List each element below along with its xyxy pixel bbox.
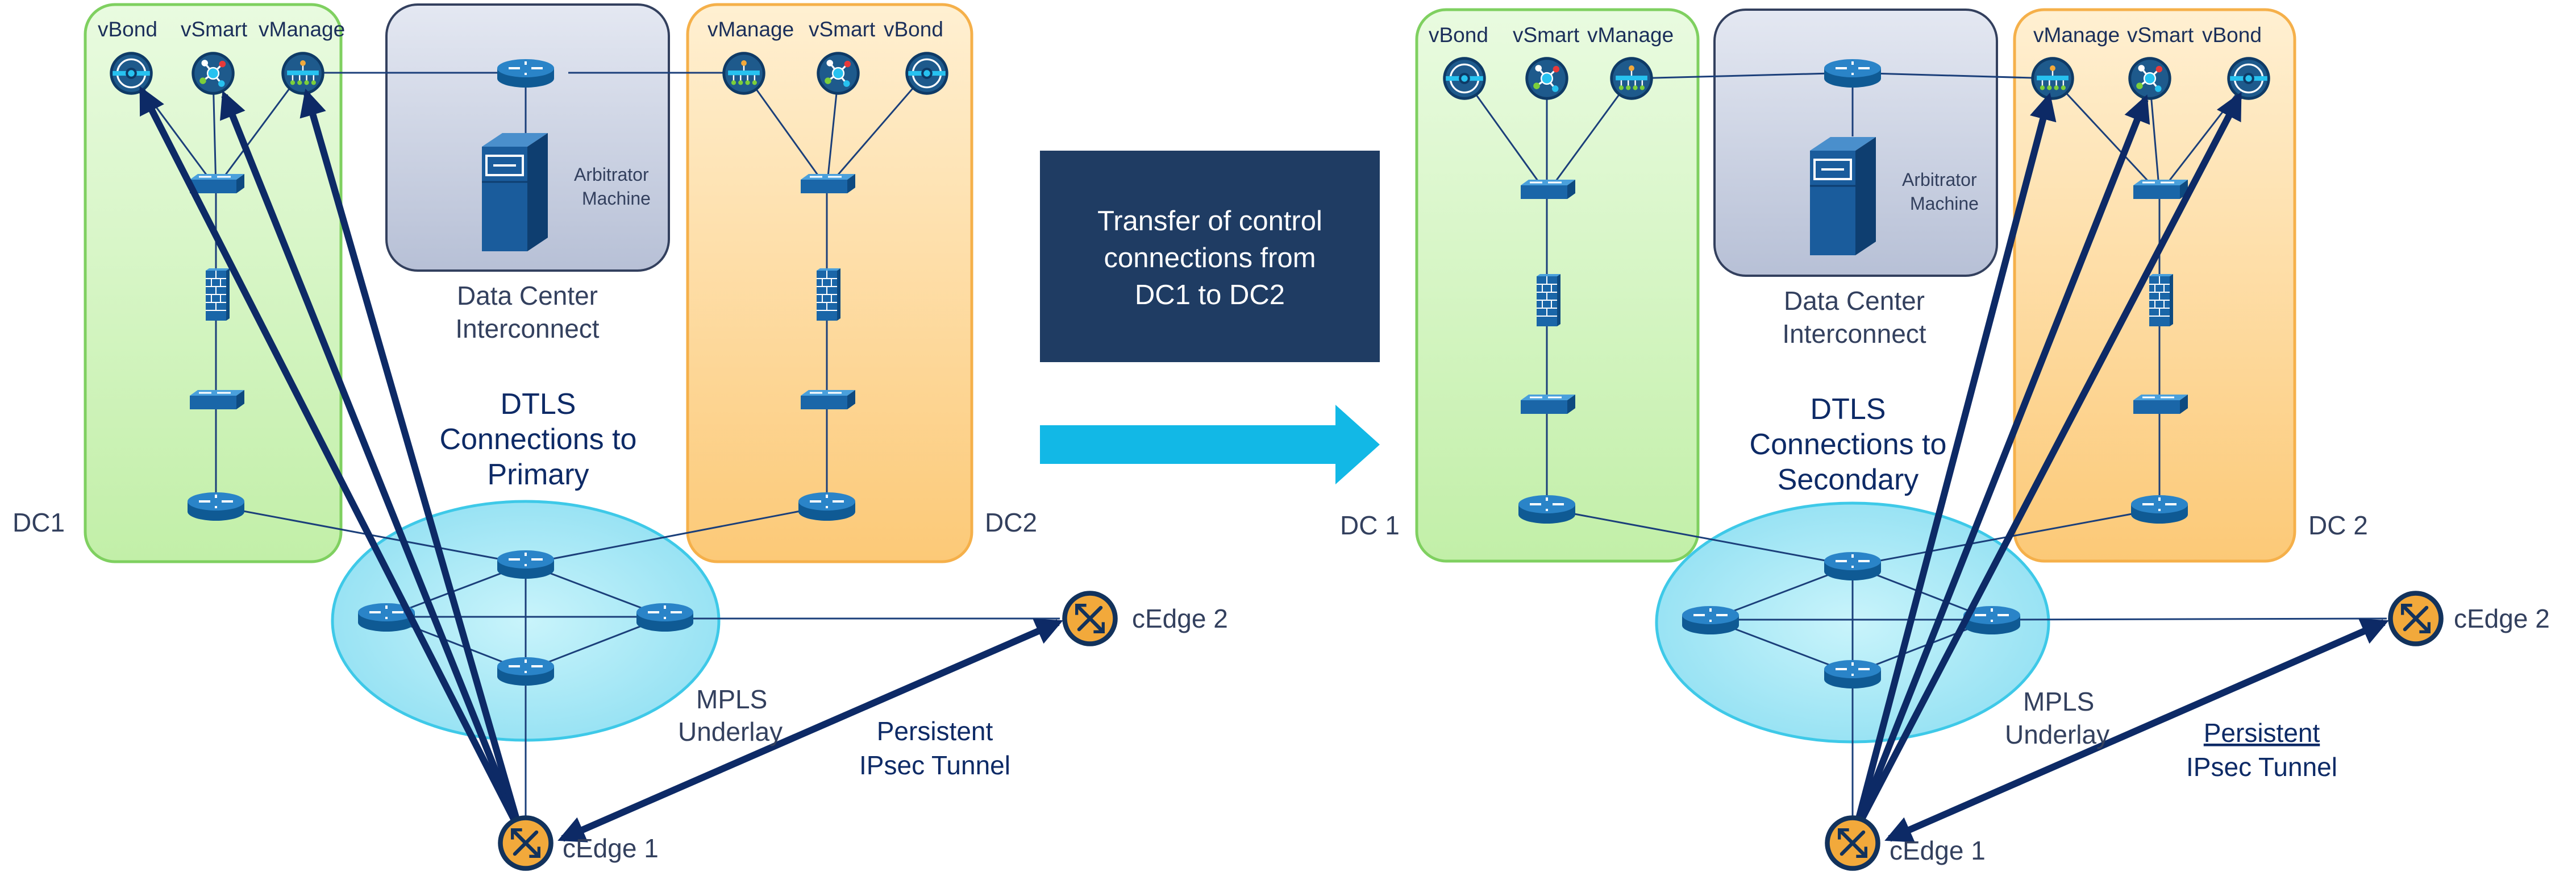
left-dc1-router-icon — [186, 491, 245, 522]
right-dc1-firewall-icon — [1536, 273, 1561, 327]
transfer-section: Transfer of control connections from DC1… — [1040, 151, 1380, 484]
right-mpls-router-top-icon — [1823, 551, 1882, 582]
left-dc1-switch-bottom-icon — [189, 389, 245, 410]
left-dc2-vsmart-icon — [815, 51, 861, 96]
right-mpls-label-1: MPLS — [2023, 687, 2094, 716]
right-dc1-vsmart-icon — [1524, 56, 1570, 101]
left-dc2-firewall-icon — [816, 268, 841, 321]
right-cedge1-label: cEdge 1 — [1890, 836, 1986, 865]
left-dc1-vsmart-label: vSmart — [181, 18, 248, 41]
right-mpls-router-left-icon — [1681, 605, 1740, 636]
right-dc2-switch-bottom-icon — [2132, 393, 2189, 415]
left-tunnel-label-1: Persistent — [877, 716, 993, 746]
left-dc1-vbond-label: vBond — [98, 18, 157, 41]
left-dc2-vsmart-label: vSmart — [809, 18, 876, 41]
right-tunnel-label-2: IPsec Tunnel — [2186, 752, 2337, 782]
left-dc2-vmanage-label: vManage — [708, 18, 794, 41]
right-dc2-vsmart-icon — [2127, 56, 2173, 101]
right-mpls-router-bottom-icon — [1823, 659, 1882, 690]
right-dc2-vbond-label: vBond — [2202, 23, 2262, 47]
right-dc2-router-icon — [2130, 494, 2189, 525]
left-dc1-vbond-icon — [109, 51, 154, 96]
right-dci-label-1: Data Center — [1784, 286, 1925, 316]
left-arbitrator-label-1: Arbitrator — [574, 164, 649, 185]
left-dtls-arrows — [139, 86, 523, 833]
left-dc2-vbond-label: vBond — [884, 18, 943, 41]
right-dc2-vsmart-label: vSmart — [2127, 23, 2194, 47]
right-dci-router-icon — [1823, 58, 1882, 89]
right-cedge2-icon — [2388, 591, 2444, 646]
right-dc2-switch-top-icon — [2132, 179, 2189, 200]
right-arbitrator-label-1: Arbitrator — [1902, 169, 1977, 190]
left-dc2-switch-bottom-icon — [800, 389, 856, 410]
right-dci-label-2: Interconnect — [1782, 319, 1926, 348]
left-mpls-router-bottom-icon — [496, 656, 555, 687]
right-dc1-label: DC 1 — [1340, 511, 1400, 540]
right-cedge1-icon — [1825, 815, 1880, 871]
right-cedge2-label: cEdge 2 — [2454, 604, 2550, 633]
left-dci-label-2: Interconnect — [455, 314, 599, 343]
transfer-label-2: connections from — [1104, 243, 1316, 273]
left-cedge2-icon — [1062, 591, 1118, 646]
left-mpls-router-top-icon — [496, 549, 555, 580]
right-dc1-vmanage-icon — [1609, 56, 1654, 101]
right-arbitrator-server-icon — [1809, 136, 1877, 256]
transfer-label-1: Transfer of control — [1097, 206, 1322, 236]
right-dtls-label-2: Connections to — [1750, 428, 1947, 461]
left-dtls-label-2: Connections to — [440, 423, 637, 456]
left-dc1-label: DC1 — [13, 508, 65, 537]
right-dtls-label-3: Secondary — [1778, 463, 1919, 496]
left-dci-router-icon — [496, 58, 555, 89]
right-tunnel-label-1: Persistent — [2204, 718, 2320, 748]
left-mpls-label-2: Underlay — [678, 717, 783, 746]
left-dc2-vbond-icon — [904, 51, 950, 96]
transfer-arrow-icon — [1040, 405, 1380, 484]
left-arbitrator-server-icon — [481, 132, 549, 252]
right-dc2-label: DC 2 — [2308, 511, 2368, 540]
left-dc1-switch-top-icon — [189, 173, 245, 194]
right-dc1-switch-top-icon — [1520, 179, 1576, 200]
left-panel: vBond vSmart vManage vManage vSmart vBon… — [13, 3, 1228, 871]
left-tunnel-label-2: IPsec Tunnel — [859, 750, 1010, 780]
right-dtls-label-1: DTLS — [1811, 393, 1886, 426]
right-dc1-vbond-icon — [1442, 56, 1487, 101]
left-dc2-router-icon — [797, 491, 856, 522]
left-mpls-label-1: MPLS — [696, 684, 767, 714]
left-dc1-vmanage-icon — [281, 51, 325, 96]
right-dc2-vmanage-label: vManage — [2033, 23, 2120, 47]
right-panel: vBond vSmart vManage vManage vSmart vBon… — [1340, 8, 2550, 871]
right-mpls-label-2: Underlay — [2005, 720, 2109, 749]
left-dc1-vsmart-icon — [190, 51, 236, 96]
right-dc2-firewall-icon — [2149, 273, 2174, 327]
left-dc2-vmanage-icon — [722, 51, 766, 96]
left-tunnel-arrow — [557, 619, 1063, 843]
left-cedge1-icon — [498, 815, 554, 871]
right-arbitrator-label-2: Machine — [1910, 193, 1979, 214]
left-mpls-router-right-icon — [635, 602, 694, 633]
left-dc1-firewall-icon — [205, 268, 230, 321]
left-cedge2-label: cEdge 2 — [1132, 604, 1228, 633]
left-cedge1-label: cEdge 1 — [563, 833, 659, 863]
right-dc2-vbond-icon — [2226, 56, 2271, 101]
right-tunnel-arrow — [1884, 619, 2389, 843]
right-dc1-switch-bottom-icon — [1520, 393, 1576, 415]
left-dtls-label-3: Primary — [487, 458, 589, 491]
right-dc1-vmanage-label: vManage — [1587, 23, 1674, 47]
left-dtls-label-1: DTLS — [501, 388, 576, 421]
left-dc2-label: DC2 — [985, 508, 1037, 537]
right-dc1-router-icon — [1517, 494, 1576, 525]
right-dc1-vsmart-label: vSmart — [1513, 23, 1580, 47]
left-dc2-switch-top-icon — [800, 173, 856, 194]
left-dc1-vmanage-label: vManage — [259, 18, 345, 41]
left-arbitrator-label-2: Machine — [582, 188, 651, 209]
transfer-box — [1040, 151, 1380, 362]
left-dci-label-1: Data Center — [457, 281, 598, 310]
right-dc2-vmanage-icon — [2030, 56, 2075, 101]
transfer-label-3: DC1 to DC2 — [1135, 280, 1285, 310]
right-dc1-vbond-label: vBond — [1429, 23, 1488, 47]
